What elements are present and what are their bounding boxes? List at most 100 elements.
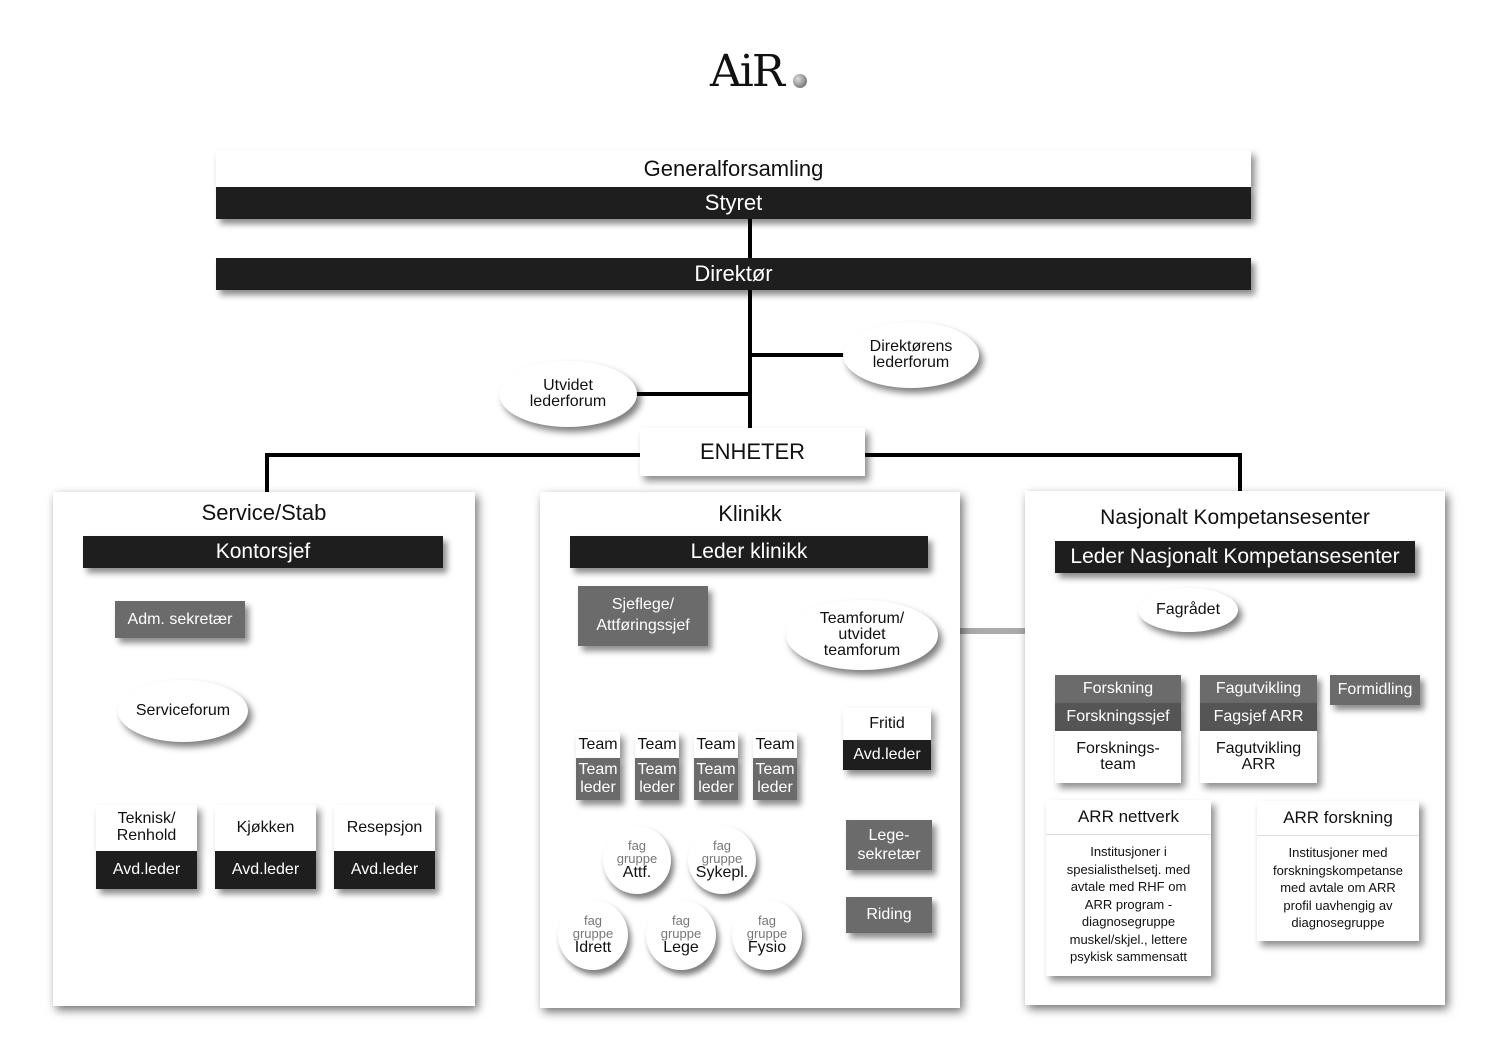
serviceforum-label: Serviceforum <box>135 702 231 719</box>
faggruppe-idrett-caption: fag gruppe <box>572 913 614 941</box>
nasjonalt-title: Nasjonalt Kompetansesenter <box>1100 506 1370 529</box>
teknisk-renhold-label: Teknisk/ Renhold <box>116 810 177 844</box>
utvidet-lederforum-oval: Utvidet lederforum <box>499 361 637 427</box>
arr-forskning-title: ARR forskning <box>1257 801 1419 836</box>
faggruppe-attf-name: Attf. <box>622 864 652 881</box>
faggruppe-idrett-circle: fag gruppe Idrett <box>558 900 628 970</box>
leder-klinikk-box: Leder klinikk <box>570 536 928 568</box>
klinikk-title: Klinikk <box>718 501 782 526</box>
forskningsteam-box: Forsknings- team <box>1055 731 1181 783</box>
team-1-leader-box: Team leder <box>576 758 620 800</box>
faggruppe-fysio-circle: fag gruppe Fysio <box>732 900 802 970</box>
arr-nettverk-title: ARR nettverk <box>1046 800 1211 835</box>
forskning-box: Forskning <box>1055 675 1181 703</box>
leder-klinikk-label: Leder klinikk <box>690 540 808 563</box>
teamforum-oval: Teamforum/ utvidet teamforum <box>786 600 938 670</box>
team-4-leader-label: Team leder <box>755 761 795 796</box>
serviceforum-oval: Serviceforum <box>118 680 248 742</box>
direktorens-lederforum-label: Direktørens lederforum <box>869 338 953 371</box>
fagutvikling-arr-label: Fagutvikling ARR <box>1215 740 1302 773</box>
direktor-box: Direktør <box>216 258 1251 290</box>
generalforsamling-box: Generalforsamling <box>216 150 1251 187</box>
team-1-label: Team <box>578 736 618 753</box>
arr-nettverk-description: Institusjoner i spesialisthelsetj. med a… <box>1066 844 1191 965</box>
resepsjon-box: Resepsjon <box>334 805 435 851</box>
formidling-box: Formidling <box>1330 675 1420 705</box>
faggruppe-idrett-name: Idrett <box>574 939 612 956</box>
team-2-leader-box: Team leder <box>635 758 679 800</box>
legesekretaer-box: Lege- sekretær <box>846 820 932 870</box>
adm-sekretaer-label: Adm. sekretær <box>127 610 233 628</box>
faggruppe-sykepl-circle: fag gruppe Sykepl. <box>688 826 756 894</box>
direktor-label: Direktør <box>694 261 773 286</box>
forskningssjef-label: Forskningssjef <box>1066 708 1170 725</box>
faggruppe-sykepl-name: Sykepl. <box>695 864 749 881</box>
utvidet-lederforum-label: Utvidet lederforum <box>529 377 607 410</box>
faggruppe-lege-name: Lege <box>663 939 699 956</box>
kontorsjef-box: Kontorsjef <box>83 536 443 568</box>
fagutvikling-box: Fagutvikling <box>1200 675 1317 703</box>
fagsjef-arr-box: Fagsjef ARR <box>1200 703 1317 731</box>
kontorsjef-label: Kontorsjef <box>215 540 311 563</box>
team-4-leader-box: Team leder <box>753 758 797 800</box>
leder-nasjonalt-label: Leder Nasjonalt Kompetansesenter <box>1070 545 1400 568</box>
teamforum-label: Teamforum/ utvidet teamforum <box>819 610 905 659</box>
styret-label: Styret <box>704 190 763 215</box>
teknisk-avd-leder-label: Avd.leder <box>112 861 181 878</box>
faggruppe-lege-caption: fag gruppe <box>660 913 702 941</box>
arr-forskning-description: Institusjoner med forskningskompetanse m… <box>1272 845 1404 931</box>
enheter-label: ENHETER <box>699 439 806 464</box>
fritid-label: Fritid <box>869 715 905 732</box>
fagradet-label: Fagrådet <box>1155 601 1221 618</box>
adm-sekretaer-box: Adm. sekretær <box>115 601 245 638</box>
arr-forskning-box: ARR forskning Institusjoner med forsknin… <box>1257 801 1419 941</box>
faggruppe-lege-circle: fag gruppe Lege <box>646 900 716 970</box>
riding-label: Riding <box>866 906 912 923</box>
team-4-label: Team <box>755 736 795 753</box>
leder-nasjonalt-box: Leder Nasjonalt Kompetansesenter <box>1055 541 1415 573</box>
direktorens-lederforum-oval: Direktørens lederforum <box>843 322 979 388</box>
forskningsteam-label: Forsknings- team <box>1076 740 1160 773</box>
service-stab-panel <box>53 492 475 1006</box>
kjokken-avd-leder-box: Avd.leder <box>215 851 316 889</box>
team-3-leader-box: Team leder <box>694 758 738 800</box>
teknisk-avd-leder-box: Avd.leder <box>96 851 197 889</box>
resepsjon-avd-leder-label: Avd.leder <box>350 861 419 878</box>
team-1-box: Team <box>576 732 620 758</box>
service-stab-title: Service/Stab <box>201 500 327 525</box>
riding-box: Riding <box>846 897 932 933</box>
styret-box: Styret <box>216 187 1251 219</box>
team-3-label: Team <box>696 736 736 753</box>
teknisk-renhold-box: Teknisk/ Renhold <box>96 805 197 851</box>
team-3-leader-label: Team leder <box>696 761 736 796</box>
faggruppe-attf-caption: fag gruppe <box>616 838 658 866</box>
fagradet-oval: Fagrådet <box>1138 588 1238 632</box>
kjokken-box: Kjøkken <box>215 805 316 851</box>
sjeflege-box: Sjeflege/ Attføringssjef <box>578 586 708 646</box>
fagsjef-arr-label: Fagsjef ARR <box>1213 708 1304 725</box>
team-4-box: Team <box>753 732 797 758</box>
team-1-leader-label: Team leder <box>578 761 618 796</box>
faggruppe-fysio-name: Fysio <box>747 939 787 956</box>
logo-dot-icon <box>793 74 807 88</box>
formidling-label: Formidling <box>1337 681 1413 698</box>
team-3-box: Team <box>694 732 738 758</box>
forskning-label: Forskning <box>1082 680 1154 697</box>
enheter-box: ENHETER <box>640 428 865 476</box>
resepsjon-avd-leder-box: Avd.leder <box>334 851 435 889</box>
legesekretaer-label: Lege- sekretær <box>857 826 921 863</box>
logo-text: AiR <box>710 46 785 97</box>
forskningssjef-box: Forskningssjef <box>1055 703 1181 731</box>
team-2-leader-label: Team leder <box>637 761 677 796</box>
faggruppe-fysio-caption: fag gruppe <box>746 913 788 941</box>
kjokken-avd-leder-label: Avd.leder <box>231 861 300 878</box>
kjokken-label: Kjøkken <box>236 819 295 836</box>
air-logo: AiR <box>710 46 810 98</box>
faggruppe-attf-circle: fag gruppe Attf. <box>603 826 671 894</box>
arr-nettverk-box: ARR nettverk Institusjoner i spesialisth… <box>1046 800 1211 976</box>
generalforsamling-label: Generalforsamling <box>643 155 824 181</box>
fagutvikling-label: Fagutvikling <box>1215 680 1302 697</box>
fagutvikling-arr-box: Fagutvikling ARR <box>1200 731 1317 783</box>
team-2-box: Team <box>635 732 679 758</box>
fritid-avd-leder-box: Avd.leder <box>843 740 931 770</box>
